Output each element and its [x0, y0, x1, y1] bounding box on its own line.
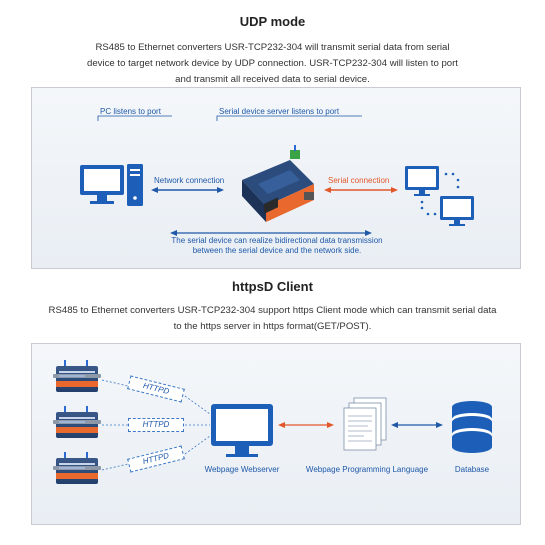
network-connection-label: Network connection: [154, 176, 225, 185]
udp-description-line: device to target network device by UDP c…: [87, 58, 458, 69]
https-diagram-panel: HTTPD HTTPD HTTPD Webpage Webserver Webp…: [31, 343, 521, 525]
language-database-arrow: [391, 422, 443, 428]
bidirectional-note: The serial device can realize bidirectio…: [132, 236, 422, 256]
serial-server-device-2: [53, 406, 101, 440]
udp-description-line: RS485 to Ethernet converters USR-TCP232-…: [95, 42, 450, 53]
udp-diagram-panel: PC listens to port Serial device server …: [31, 87, 521, 269]
serial-server-device-3: [53, 452, 101, 486]
serial-connection-label: Serial connection: [328, 176, 390, 185]
https-description-line: to the https server in https format(GET/…: [173, 321, 372, 332]
https-description-line: RS485 to Ethernet converters USR-TCP232-…: [48, 305, 497, 316]
https-client-title: httpsD Client: [232, 279, 313, 294]
httpd-label-2: HTTPD: [128, 418, 184, 432]
udp-diagram-graphics: [80, 115, 474, 236]
serial-devices-icon: [405, 166, 474, 226]
httpd1-connector: [184, 395, 211, 415]
bidirectional-note-line: The serial device can realize bidirectio…: [171, 236, 383, 245]
device1-connector: [101, 379, 129, 387]
serial-server-device-1: [53, 360, 101, 394]
programming-documents-icon: [343, 397, 387, 451]
database-label: Database: [454, 465, 490, 474]
udp-description: RS485 to Ethernet converters USR-TCP232-…: [20, 40, 525, 88]
device3-connector: [101, 463, 129, 471]
udp-mode-title: UDP mode: [239, 14, 306, 29]
https-diagram-graphics: [101, 379, 492, 471]
pc-icon: [80, 164, 143, 206]
programming-language-label: Webpage Programming Language: [305, 465, 429, 474]
udp-description-line: and transmit all received data to serial…: [175, 74, 370, 85]
https-description: RS485 to Ethernet converters USR-TCP232-…: [10, 303, 535, 335]
server-listens-label: Serial device server listens to port: [219, 107, 340, 116]
serial-connection-arrow: [324, 187, 398, 193]
bidirectional-arrow: [170, 230, 372, 236]
network-connection-arrow: [151, 187, 224, 193]
httpd3-connector: [184, 435, 211, 455]
pc-listen-bracket: [97, 115, 172, 121]
webserver-label: Webpage Webserver: [204, 465, 280, 474]
serial-device-server-icon: [242, 145, 314, 222]
database-icon: [452, 401, 492, 453]
webserver-monitor-icon: [211, 404, 273, 457]
server-language-arrow: [278, 422, 334, 428]
pc-listens-label: PC listens to port: [100, 107, 161, 116]
bidirectional-note-line: between the serial device and the networ…: [192, 246, 362, 255]
server-listen-bracket: [216, 115, 362, 121]
